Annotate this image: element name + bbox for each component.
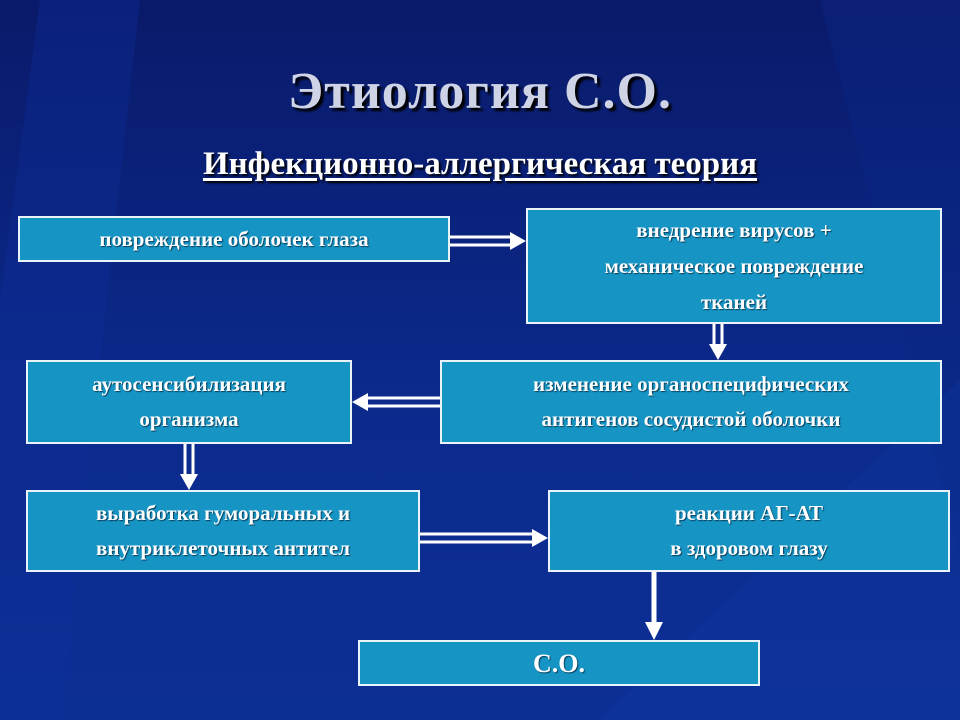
- arrow-viruses-to-antigens: [709, 324, 727, 360]
- slide-subtitle: Инфекционно-аллергическая теория: [202, 146, 758, 182]
- box-reactions-text: реакции АГ-АТ в здоровом глазу: [670, 501, 828, 560]
- box-autosensitization: аутосенсибилизация организма: [26, 360, 352, 444]
- box-damage: повреждение оболочек глаза: [18, 216, 450, 262]
- box-antibodies: выработка гуморальных и внутриклеточных …: [26, 490, 420, 572]
- box-result-text: С.О.: [533, 648, 585, 678]
- box-viruses: внедрение вирусов + механическое поврежд…: [526, 208, 942, 324]
- box-antibodies-text: выработка гуморальных и внутриклеточных …: [95, 501, 351, 560]
- arrow-reactions-to-result: [645, 572, 663, 640]
- box-antigens-text: изменение органоспецифических антигенов …: [533, 372, 849, 431]
- arrow-antibodies-to-reactions: [420, 529, 548, 547]
- box-damage-text: повреждение оболочек глаза: [99, 226, 369, 251]
- box-result: С.О.: [358, 640, 760, 686]
- arrow-damage-to-viruses: [450, 232, 526, 250]
- box-reactions: реакции АГ-АТ в здоровом глазу: [548, 490, 950, 572]
- arrow-autosensitization-to-antibodies: [180, 444, 198, 490]
- box-viruses-text: внедрение вирусов + механическое поврежд…: [604, 218, 864, 314]
- slide-title: Этиология С.О.: [288, 63, 672, 120]
- arrow-antigens-to-autosensitization: [352, 393, 440, 411]
- box-antigens: изменение органоспецифических антигенов …: [440, 360, 942, 444]
- box-autosensitization-text: аутосенсибилизация организма: [92, 372, 286, 431]
